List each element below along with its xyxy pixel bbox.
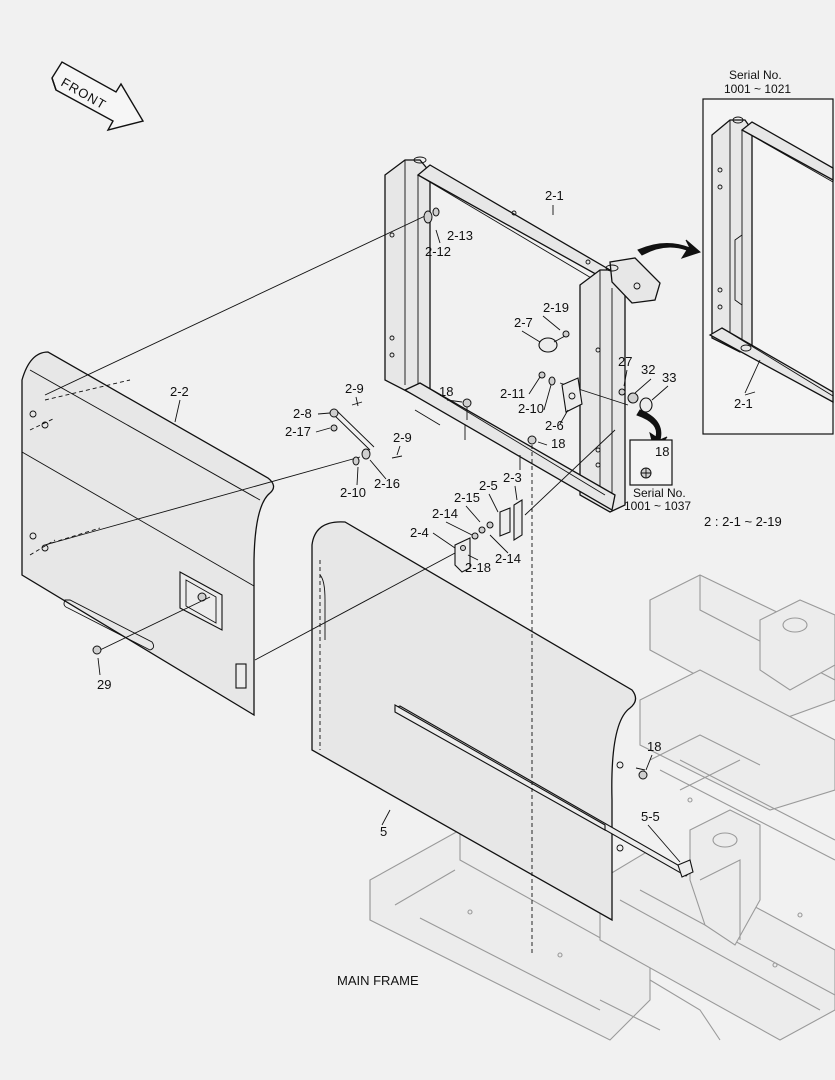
main-frame-drawing xyxy=(369,574,835,1041)
inset-top-serial-range: 1001 ~ 1021 xyxy=(724,82,791,96)
hardware xyxy=(92,207,694,878)
inset-top-serial-label: Serial No. xyxy=(729,68,782,82)
inset-bottom-serial-range: 1001 ~ 1037 xyxy=(624,499,691,513)
inset-bottom: 18 Serial No. 1001 ~ 1037 xyxy=(624,439,691,513)
callout-2-17: 2-17 xyxy=(285,424,311,439)
callout-2-10a: 2-10 xyxy=(340,485,366,500)
callout-5-5: 5-5 xyxy=(641,809,660,824)
front-cover-panel xyxy=(311,521,691,922)
callout-2-9b: 2-9 xyxy=(393,430,412,445)
front-arrow: FRONT xyxy=(51,61,145,132)
callout-2-8: 2-8 xyxy=(293,406,312,421)
callout-29: 29 xyxy=(97,677,111,692)
callout-2-11: 2-11 xyxy=(500,386,525,401)
callout-leaders xyxy=(97,205,756,863)
callout-5: 5 xyxy=(380,824,387,839)
callout-2-1: 2-1 xyxy=(545,188,564,203)
callout-2-19: 2-19 xyxy=(543,300,569,315)
callout-27: 27 xyxy=(618,354,632,369)
inset-top-part: 2-1 xyxy=(734,396,753,411)
callout-2-3: 2-3 xyxy=(503,470,522,485)
callout-2-5: 2-5 xyxy=(479,478,498,493)
callout-2-10b: 2-10 xyxy=(518,401,544,416)
callout-2-18: 2-18 xyxy=(465,560,491,575)
pointer-arrow-top xyxy=(637,239,701,259)
inset-bottom-serial-label: Serial No. xyxy=(633,486,686,500)
callout-2-13: 2-13 xyxy=(447,228,473,243)
callout-18c: 18 xyxy=(647,739,661,754)
callout-2-12: 2-12 xyxy=(425,244,451,259)
callout-2-4: 2-4 xyxy=(410,525,429,540)
callout-2-9a: 2-9 xyxy=(345,381,364,396)
callout-32: 32 xyxy=(641,362,655,377)
callout-2-7: 2-7 xyxy=(514,315,533,330)
callout-labels: 2-1 2-13 2-12 2-19 2-7 2-2 2-9 2-8 2-17 … xyxy=(97,188,676,839)
callout-2-14b: 2-14 xyxy=(495,551,521,566)
support-frame xyxy=(384,156,661,513)
inset-top: Serial No. 1001 ~ 1021 2-1 xyxy=(702,68,834,435)
callout-18b: 18 xyxy=(551,436,565,451)
callout-2-6: 2-6 xyxy=(545,418,564,433)
side-door-panel xyxy=(21,351,275,717)
callout-2-14a: 2-14 xyxy=(432,506,458,521)
callout-18a: 18 xyxy=(439,384,453,399)
inset-bottom-part: 18 xyxy=(655,444,669,459)
callout-2-16: 2-16 xyxy=(374,476,400,491)
assembly-note: 2 : 2-1 ~ 2-19 xyxy=(704,514,782,529)
callout-2-2: 2-2 xyxy=(170,384,189,399)
callout-33: 33 xyxy=(662,370,676,385)
callout-2-15: 2-15 xyxy=(454,490,480,505)
main-frame-label: MAIN FRAME xyxy=(337,973,419,988)
